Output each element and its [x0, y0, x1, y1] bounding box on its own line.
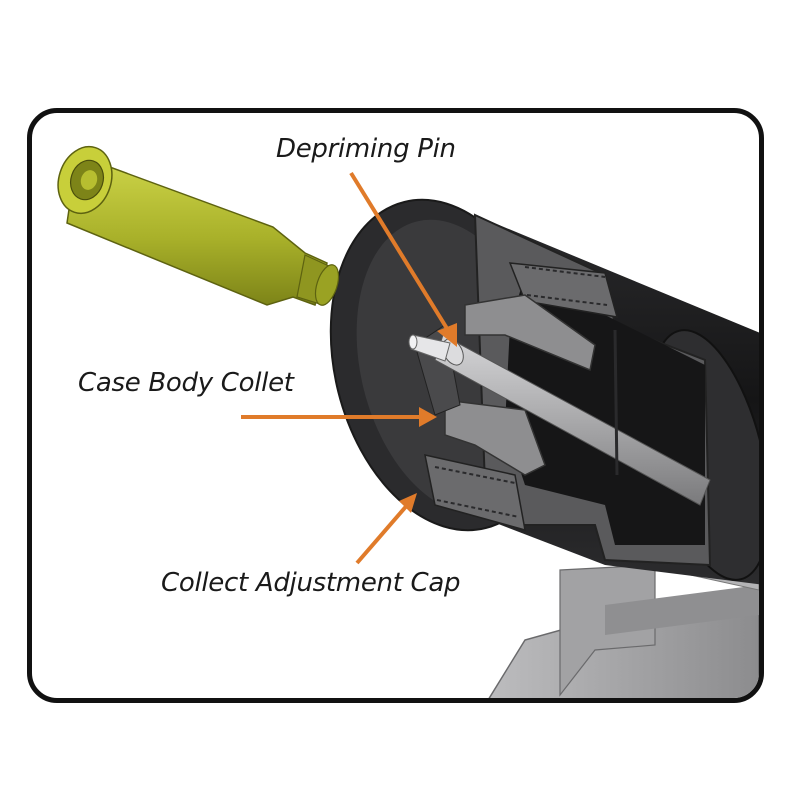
label-collect-adjustment-cap: Collect Adjustment Cap [161, 568, 461, 598]
die-cutaway-illustration [57, 145, 759, 698]
label-depriming-pin: Depriming Pin [276, 134, 456, 164]
arrow-collect-adjustment-cap [355, 493, 417, 565]
brass-cartridge-case-icon [57, 145, 340, 306]
label-case-body-collet: Case Body Collet [78, 368, 294, 398]
cutaway-section [408, 213, 712, 567]
diagram-frame [27, 108, 764, 703]
arrow-case-body-collet [241, 407, 437, 427]
arrow-depriming-pin [349, 171, 457, 347]
